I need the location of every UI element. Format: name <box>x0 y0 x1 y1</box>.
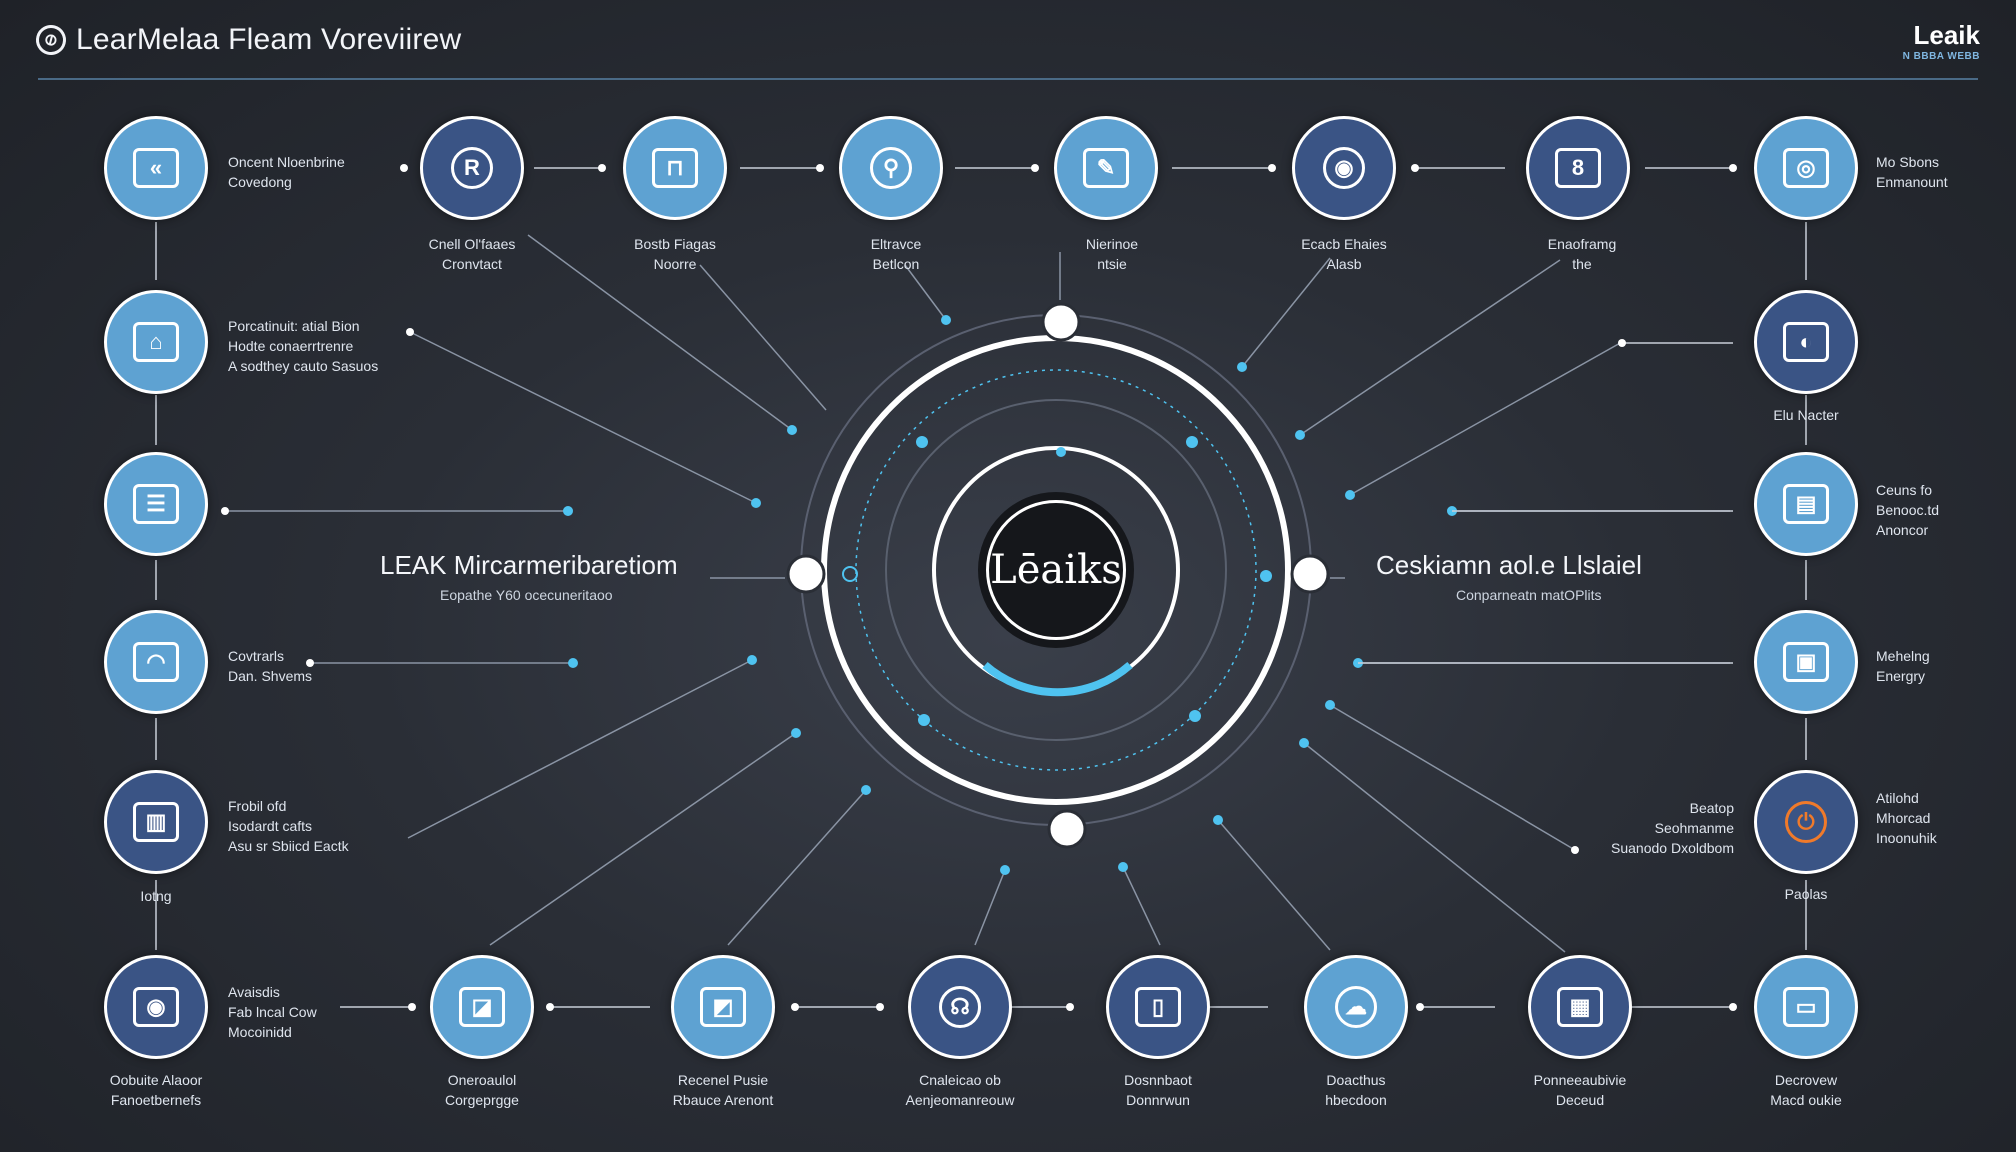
node-bottom-2[interactable]: ◪ <box>430 955 534 1059</box>
cube-icon: ◩ <box>700 987 746 1027</box>
hub-logo-text: Lēaiks <box>990 547 1122 593</box>
node-right-2[interactable]: ▤ <box>1754 452 1858 556</box>
label-left-4-below: Iotng <box>140 888 172 904</box>
photo-icon: ◠ <box>133 642 179 682</box>
frame-icon: ⊓ <box>652 148 698 188</box>
header-divider <box>38 78 1978 80</box>
central-hub: Lēaiks <box>986 500 1126 640</box>
node-bottom-1[interactable]: ◉ <box>104 955 208 1059</box>
ring-connector-bottom <box>1047 809 1087 849</box>
camera-icon: ◎ <box>1783 148 1829 188</box>
picture-icon: ◪ <box>459 987 505 1027</box>
node-left-3[interactable]: ◠ <box>104 610 208 714</box>
node-top-6[interactable]: ◉ <box>1292 116 1396 220</box>
mobile-icon: ▯ <box>1135 987 1181 1027</box>
label-right-4-below: Paolas <box>1784 886 1828 902</box>
image-icon: ⌂ <box>133 322 179 362</box>
hub-arc-accent <box>982 661 1133 697</box>
video-icon: ◉ <box>133 987 179 1027</box>
card-icon: ☰ <box>133 484 179 524</box>
center-left-subtitle: Eopathe Y60 ocecuneritaoo <box>440 587 613 603</box>
brand-name: Leaik <box>1913 20 1981 50</box>
screen-icon: ◐ <box>1783 322 1829 362</box>
node-top-4[interactable]: ⚲ <box>839 116 943 220</box>
node-top-8[interactable]: ◎ <box>1754 116 1858 220</box>
node-left-1[interactable]: ⌂ <box>104 290 208 394</box>
node-bottom-4[interactable]: ☊ <box>908 955 1012 1059</box>
vault-icon: ◉ <box>1323 147 1365 189</box>
center-right-title: Ceskiamn aol.e Llslaiel <box>1376 550 1642 580</box>
center-left-title: LEAK Mircarmeribaretiom <box>380 550 678 580</box>
ring-connector-right <box>1290 554 1330 594</box>
label-right-1-below: Elu Nacter <box>1773 407 1839 423</box>
brand-logo: Leaik N BBBA WEBB <box>1903 20 1980 62</box>
briefcase-icon: ▦ <box>1557 987 1603 1027</box>
node-top-5[interactable]: ✎ <box>1054 116 1158 220</box>
inner-ring <box>885 399 1227 741</box>
node-right-1[interactable]: ◐ <box>1754 290 1858 394</box>
page-header: ⊘ LearMelaa Fleam Voreviirew <box>30 18 462 62</box>
node-right-4[interactable]: ⏻ <box>1754 770 1858 874</box>
page-title: LearMelaa Fleam Voreviirew <box>76 23 462 56</box>
node-top-1[interactable]: « <box>104 116 208 220</box>
chart-icon: ▥ <box>133 802 179 842</box>
node-bottom-8[interactable]: ▭ <box>1754 955 1858 1059</box>
node-bottom-3[interactable]: ◩ <box>671 955 775 1059</box>
node-right-3[interactable]: ▣ <box>1754 610 1858 714</box>
center-right-subtitle: Conparneatn matOPlits <box>1456 587 1602 603</box>
window-icon: ▭ <box>1783 987 1829 1027</box>
node-left-2[interactable]: ☰ <box>104 452 208 556</box>
node-top-7[interactable]: 8 <box>1526 116 1630 220</box>
cloud-icon: ☁ <box>1335 986 1377 1028</box>
headset-icon: ☊ <box>939 986 981 1028</box>
back-arrows-icon: « <box>133 148 179 188</box>
power-icon: ⏻ <box>1785 801 1827 843</box>
node-bottom-5[interactable]: ▯ <box>1106 955 1210 1059</box>
brand-subtitle: N BBBA WEBB <box>1902 51 1980 62</box>
node-left-4[interactable]: ▥ <box>104 770 208 874</box>
node-top-2[interactable]: R <box>420 116 524 220</box>
node-top-3[interactable]: ⊓ <box>623 116 727 220</box>
search-icon: ⚲ <box>870 147 912 189</box>
node-bottom-7[interactable]: ▦ <box>1528 955 1632 1059</box>
badge-icon: R <box>451 147 493 189</box>
ring-connector-left <box>786 554 826 594</box>
image-edit-icon: ✎ <box>1083 148 1129 188</box>
tablet-icon: ▣ <box>1783 642 1829 682</box>
folder-icon: ▤ <box>1783 484 1829 524</box>
document-icon: 8 <box>1555 148 1601 188</box>
dotted-ring <box>855 369 1257 771</box>
node-bottom-6[interactable]: ☁ <box>1304 955 1408 1059</box>
ring-connector-top <box>1041 302 1081 342</box>
